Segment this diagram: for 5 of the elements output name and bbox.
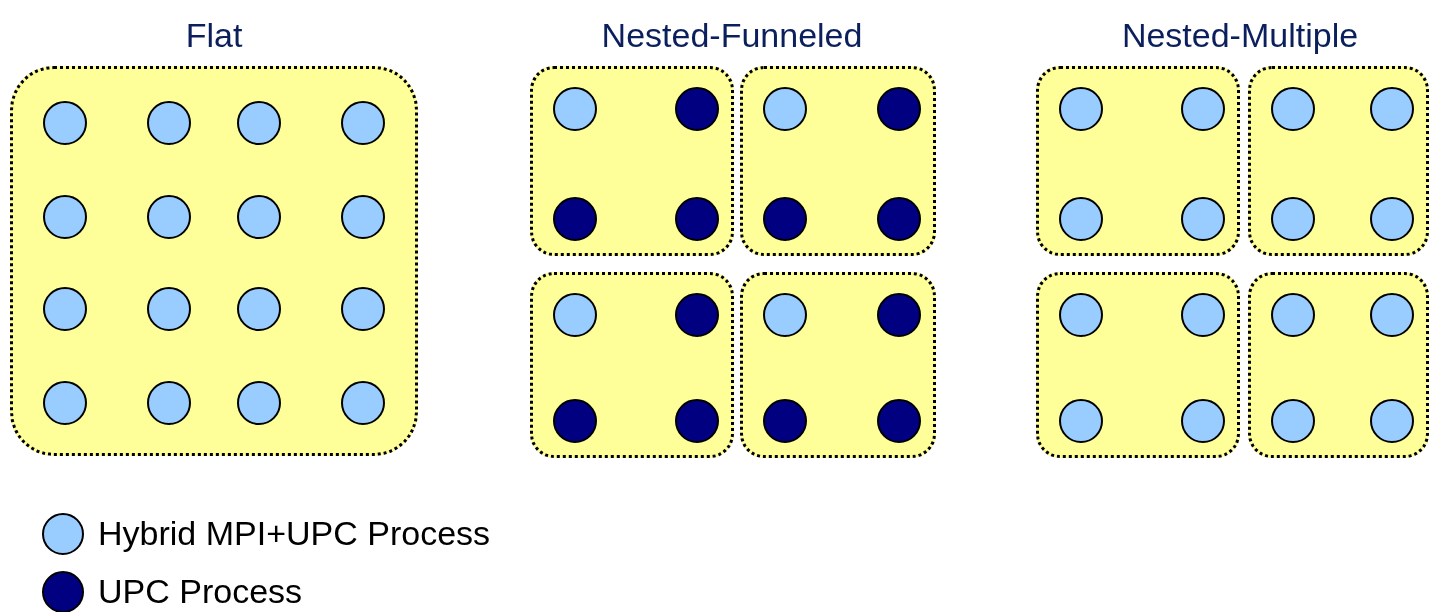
group-heading: Flat	[184, 15, 244, 56]
group-heading: Nested-Funneled	[601, 15, 863, 56]
legend-text: Hybrid MPI+UPC Process	[98, 513, 491, 554]
group-heading: Nested-Multiple	[1121, 15, 1359, 56]
legend-text: UPC Process	[98, 571, 303, 612]
